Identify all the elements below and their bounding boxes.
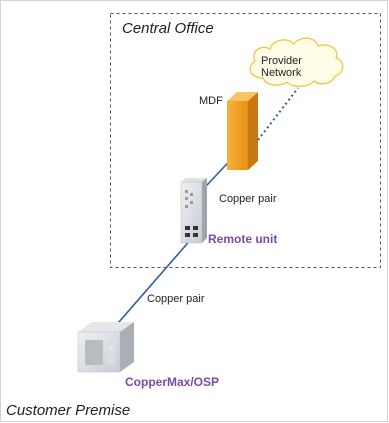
copper-pair-link-lower [111,236,194,331]
mdf-label: MDF [199,95,223,107]
provider-link-dotted [257,87,299,141]
copper-pair-label-lower: Copper pair [147,293,205,305]
remote-unit-label: Remote unit [208,232,278,246]
cloud-label-line2: Network [261,67,302,79]
central-office-boundary [110,13,381,268]
remote-unit-icon [180,178,207,244]
copper-pair-label-upper: Copper pair [219,193,277,205]
cloud-label-line1: Provider [261,55,302,67]
customer-premise-label: Customer Premise [6,402,131,419]
cpe-device-icon: + [77,322,134,373]
central-office-label: Central Office [122,20,214,37]
mdf-cabinet-icon [227,92,258,170]
cloud-icon [249,37,344,87]
cloud-label: Provider Network [261,55,302,79]
cpe-label: CopperMax/OSP [125,375,220,389]
svg-text:+: + [109,345,113,352]
